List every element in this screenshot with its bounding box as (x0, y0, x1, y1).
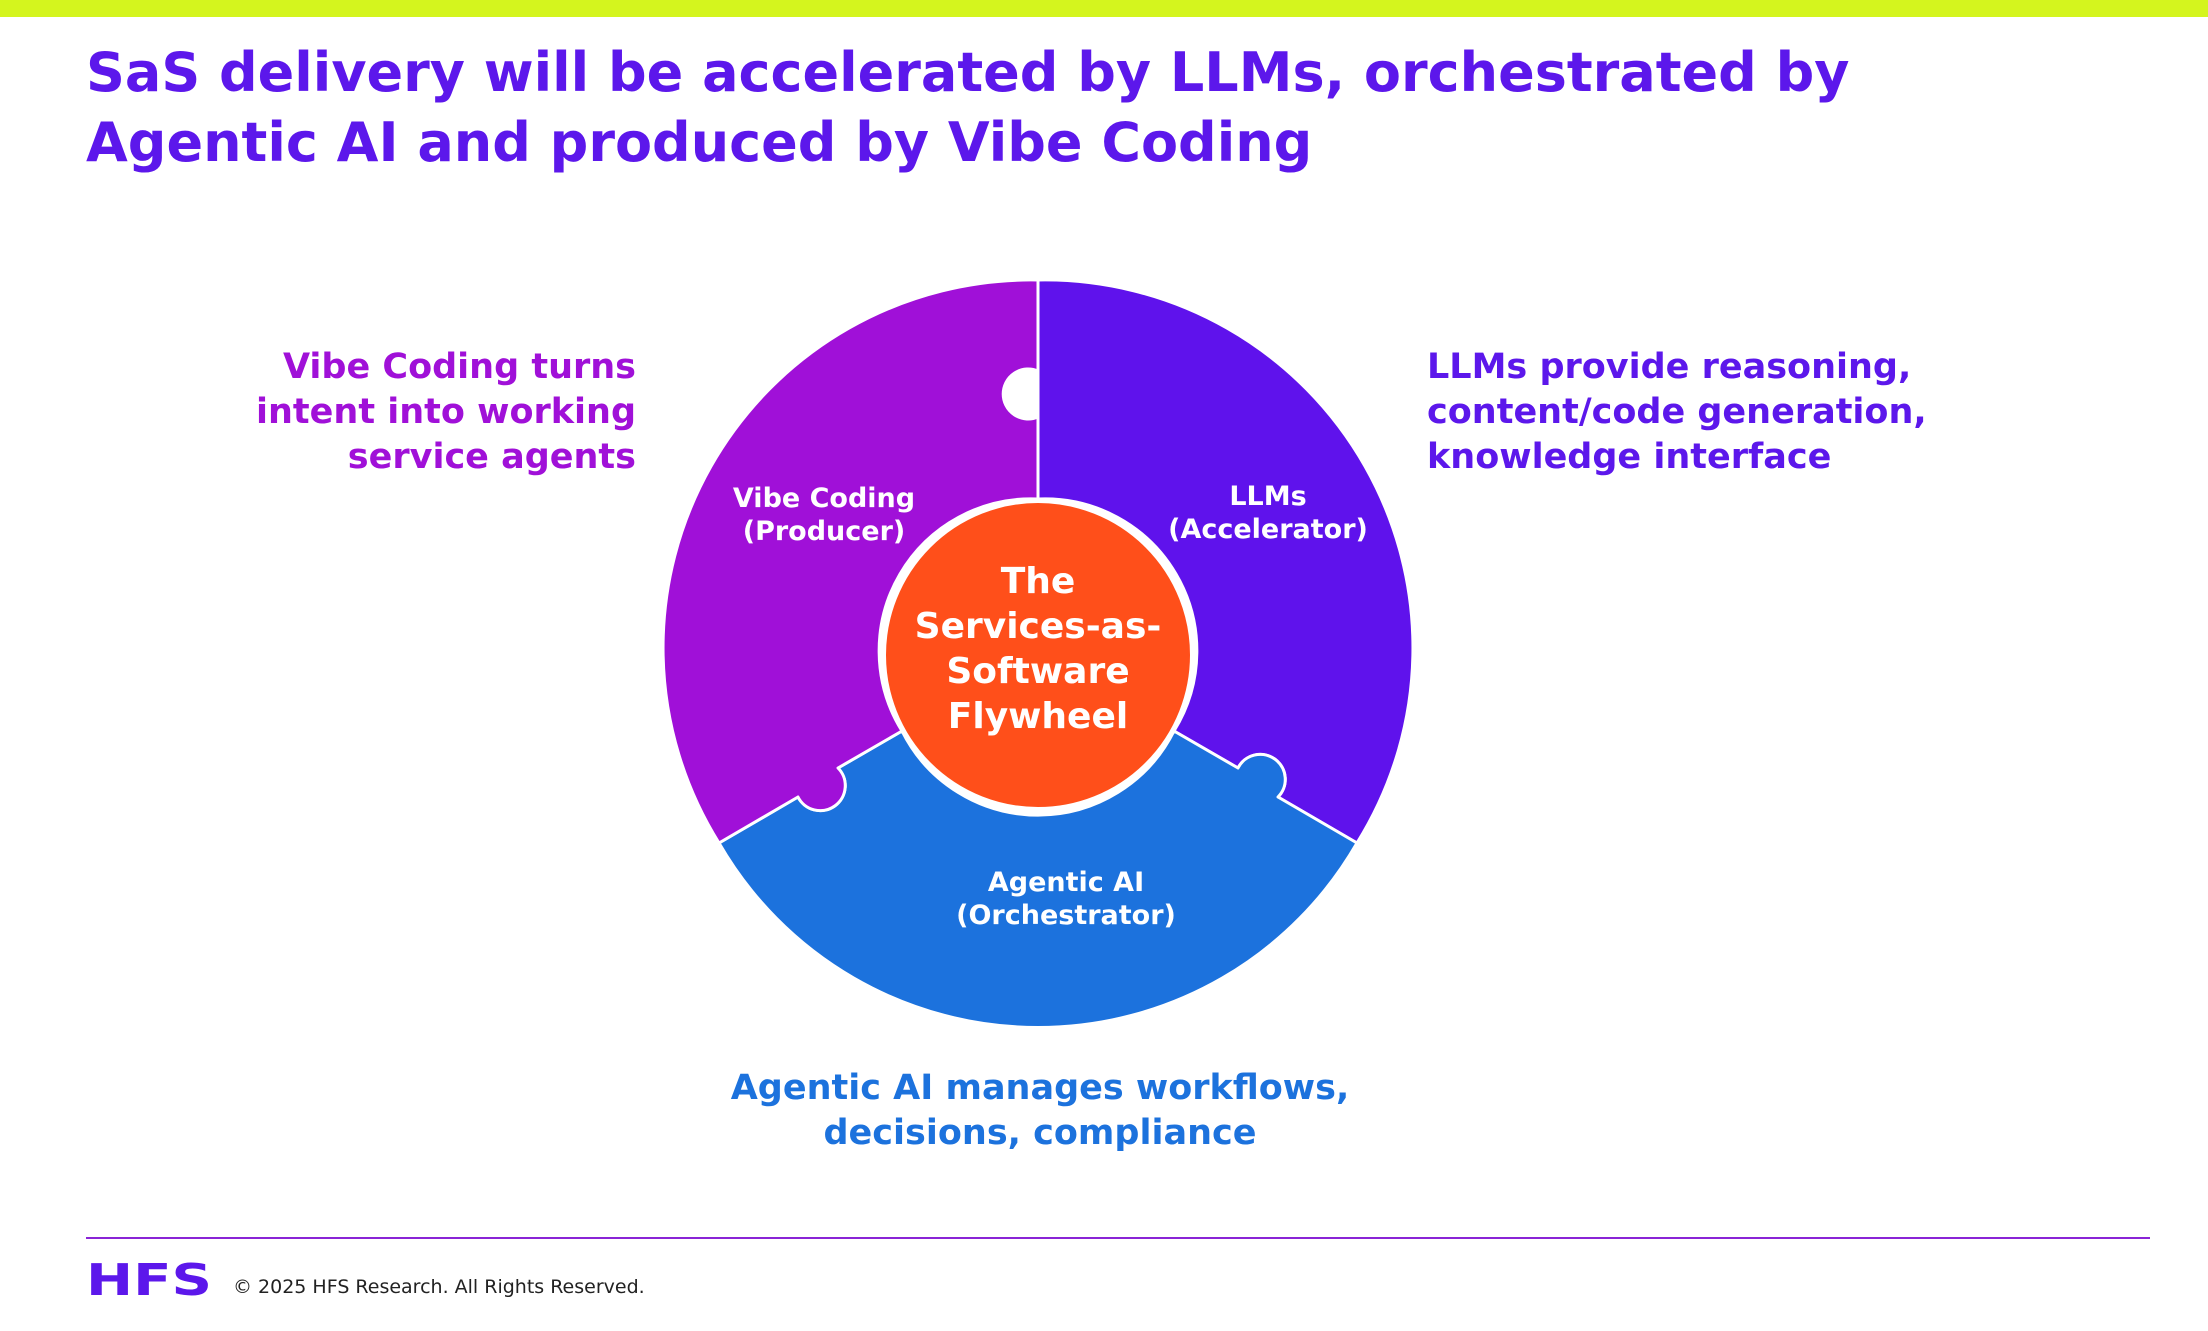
vibe-coding-puzzle-segment (661, 278, 1040, 845)
llm-callout-line-1: LLMs provide reasoning, (1427, 347, 1912, 387)
llm-callout-line-3: knowledge interface (1427, 437, 1832, 477)
hfs-logo: HFS (86, 1262, 212, 1298)
agentic-segment-label-line-1: Agentic AI (988, 867, 1144, 898)
top-accent-bar (0, 0, 2208, 17)
slide-title-line-1: SaS delivery will be accelerated by LLMs… (86, 41, 1850, 104)
llm-segment-label-line-2: (Accelerator) (1168, 514, 1368, 545)
flywheel-center-hub (882, 499, 1194, 811)
svg-text:HFS: HFS (86, 1262, 212, 1298)
slide-title: SaS delivery will be accelerated by LLMs… (86, 38, 1986, 178)
agentic-callout-line-1: Agentic AI manages workflows, (730, 1068, 1350, 1108)
vibe-segment-label-line-1: Vibe Coding (733, 483, 915, 514)
center-label-line-2: Services-as- (915, 606, 1162, 647)
llm-callout: LLMs provide reasoning, content/code gen… (1427, 345, 1927, 480)
vibe-callout-line-2: intent into working (256, 392, 636, 432)
vibe-callout-line-1: Vibe Coding turns (282, 347, 636, 387)
center-label-line-4: Flywheel (948, 696, 1128, 737)
llm-callout-line-2: content/code generation, (1427, 392, 1927, 432)
footer-divider (86, 1237, 2150, 1239)
copyright-notice: © 2025 HFS Research. All Rights Reserved… (233, 1276, 645, 1298)
agentic-segment-label-line-2: (Orchestrator) (956, 900, 1176, 931)
slide-title-line-2: Agentic AI and produced by Vibe Coding (86, 111, 1313, 174)
agentic-callout-line-2: decisions, compliance (823, 1113, 1257, 1153)
vibe-callout-line-3: service agents (347, 437, 636, 477)
vibe-coding-callout: Vibe Coding turns intent into working se… (256, 345, 636, 480)
center-label-line-3: Software (946, 651, 1129, 692)
vibe-segment-label-line-2: (Producer) (743, 516, 906, 547)
center-label-line-1: The (1001, 561, 1076, 602)
llm-segment-label-line-1: LLMs (1229, 481, 1306, 512)
agentic-ai-callout: Agentic AI manages workflows, decisions,… (640, 1066, 1440, 1156)
